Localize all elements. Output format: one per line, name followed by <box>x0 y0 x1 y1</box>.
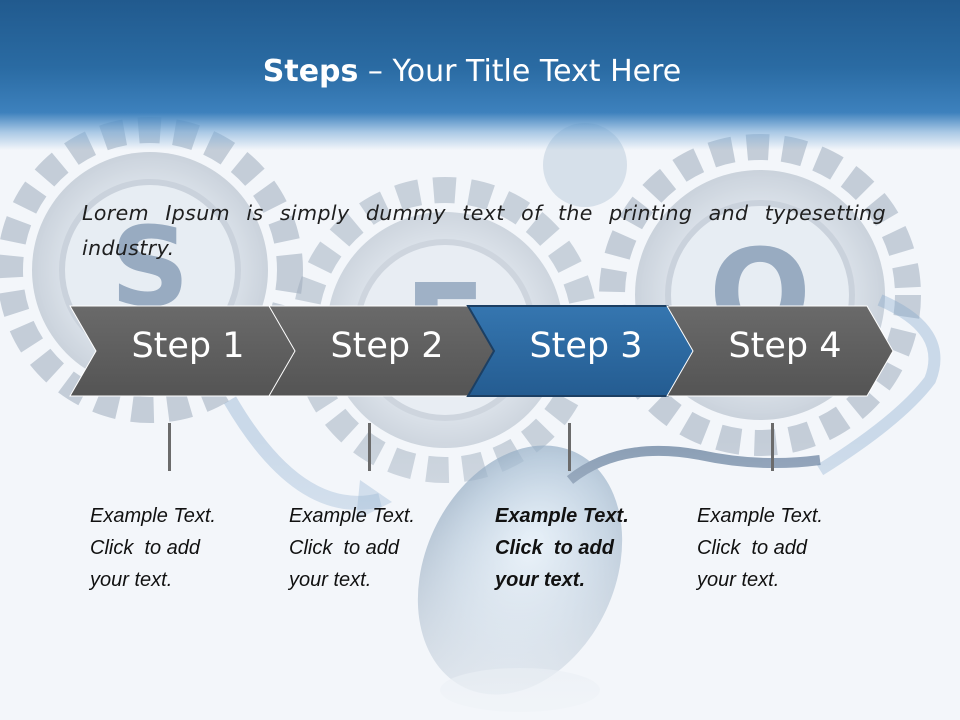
step-3-connector <box>568 423 571 471</box>
step-4-chevron <box>666 305 894 397</box>
caption-line: Click to add <box>90 537 201 559</box>
step-4-label[interactable]: Step 4 <box>728 326 842 366</box>
step-3-caption[interactable]: Example Text. Click to add your text. <box>495 500 665 596</box>
title-rest-part: – Your Title Text Here <box>358 54 682 89</box>
step-4-caption[interactable]: Example Text. Click to add your text. <box>697 500 867 596</box>
step-2-caption[interactable]: Example Text. Click to add your text. <box>289 500 459 596</box>
intro-paragraph[interactable]: Lorem Ipsum is simply dummy text of the … <box>82 201 886 260</box>
caption-line: Click to add <box>697 537 808 559</box>
caption-line: your text. <box>289 569 372 591</box>
step-1-caption[interactable]: Example Text. Click to add your text. <box>90 500 260 596</box>
step-2-label[interactable]: Step 2 <box>330 326 444 366</box>
caption-line: Example Text. <box>697 505 823 527</box>
step-1-connector <box>168 423 171 471</box>
caption-line: Example Text. <box>90 505 216 527</box>
caption-line: your text. <box>495 569 586 591</box>
step-3-label[interactable]: Step 3 <box>529 326 643 366</box>
caption-line: Example Text. <box>289 505 415 527</box>
caption-line: Example Text. <box>495 505 629 527</box>
caption-line: Click to add <box>289 537 400 559</box>
caption-line: your text. <box>90 569 173 591</box>
step-4-connector <box>771 423 774 471</box>
title-bold-part: Steps <box>262 54 359 89</box>
page-title[interactable]: Steps – Your Title Text Here <box>0 54 944 89</box>
caption-line: Click to add <box>495 537 614 559</box>
step-2-connector <box>368 423 371 471</box>
title-bar <box>0 0 960 150</box>
caption-line: your text. <box>697 569 780 591</box>
step-1-label[interactable]: Step 1 <box>131 326 245 366</box>
